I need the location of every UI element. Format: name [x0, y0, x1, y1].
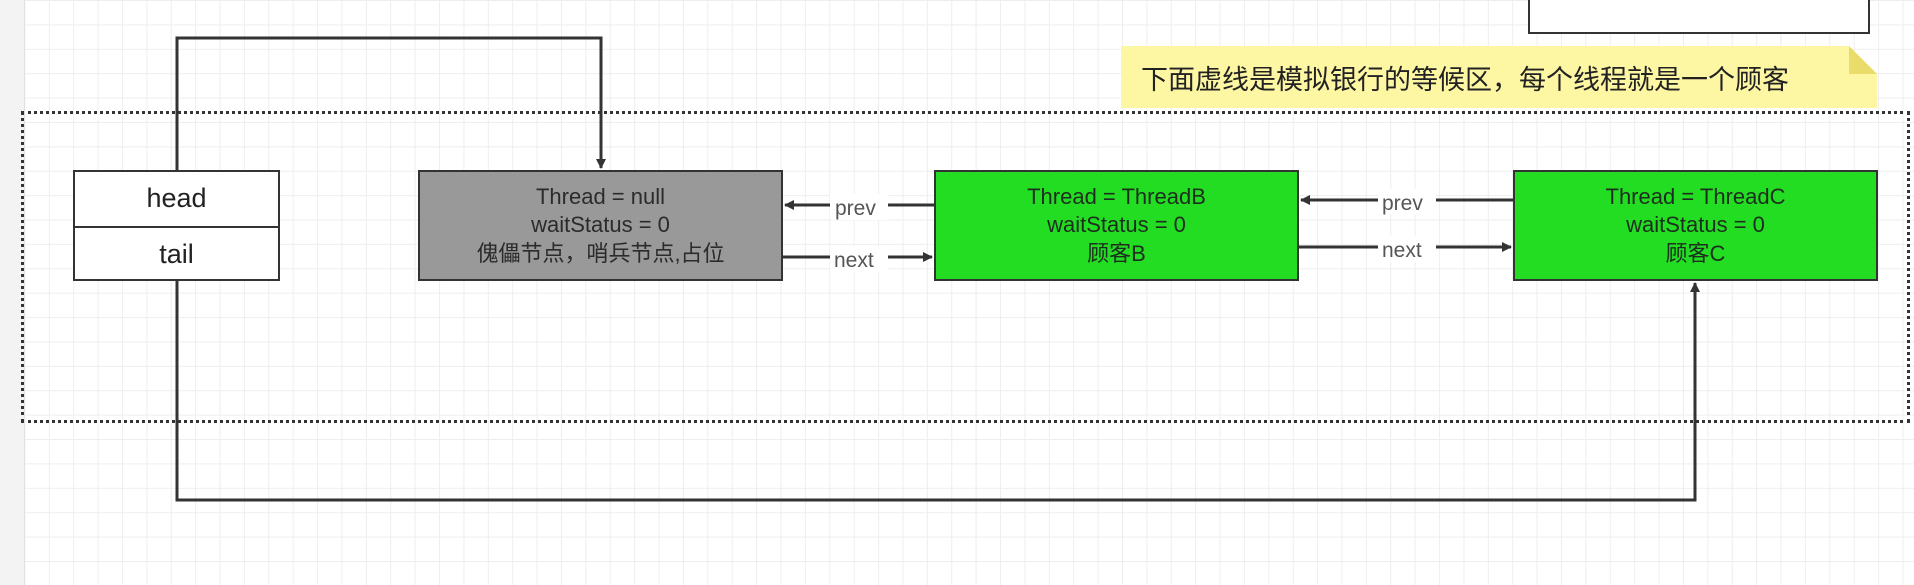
head-tail-box: head tail [73, 170, 280, 281]
thread-c-node: Thread = ThreadC waitStatus = 0 顾客C [1513, 170, 1878, 281]
prev-label-1: prev [835, 197, 876, 220]
sentinel-node: Thread = null waitStatus = 0 傀儡节点，哨兵节点,占… [418, 170, 783, 281]
top-right-box [1528, 0, 1870, 34]
thread-c-thread: Thread = ThreadC [1605, 183, 1786, 209]
sentinel-wait-status: waitStatus = 0 [531, 212, 670, 238]
left-panel-strip [0, 0, 25, 585]
head-label: head [75, 172, 278, 228]
thread-b-desc: 顾客B [1087, 240, 1146, 266]
tail-pointer-connector [175, 281, 1700, 502]
sentinel-thread: Thread = null [535, 183, 666, 209]
next-label-1: next [834, 249, 874, 272]
thread-b-node: Thread = ThreadB waitStatus = 0 顾客B [934, 170, 1299, 281]
note-text: 下面虚线是模拟银行的等候区，每个线程就是一个顾客 [1141, 65, 1789, 96]
note-sticky [1121, 46, 1877, 108]
thread-c-desc: 顾客C [1665, 240, 1726, 266]
thread-b-thread: Thread = ThreadB [1027, 183, 1206, 209]
tail-label: tail [159, 238, 194, 269]
prev-label-2: prev [1382, 192, 1423, 215]
waiting-area-dotted-box [21, 111, 1910, 423]
thread-b-wait-status: waitStatus = 0 [1047, 212, 1186, 238]
thread-c-wait-status: waitStatus = 0 [1626, 212, 1765, 238]
sentinel-desc: 傀儡节点，哨兵节点,占位 [476, 240, 725, 266]
next-label-2: next [1382, 239, 1422, 262]
head-pointer-connector [175, 36, 606, 170]
